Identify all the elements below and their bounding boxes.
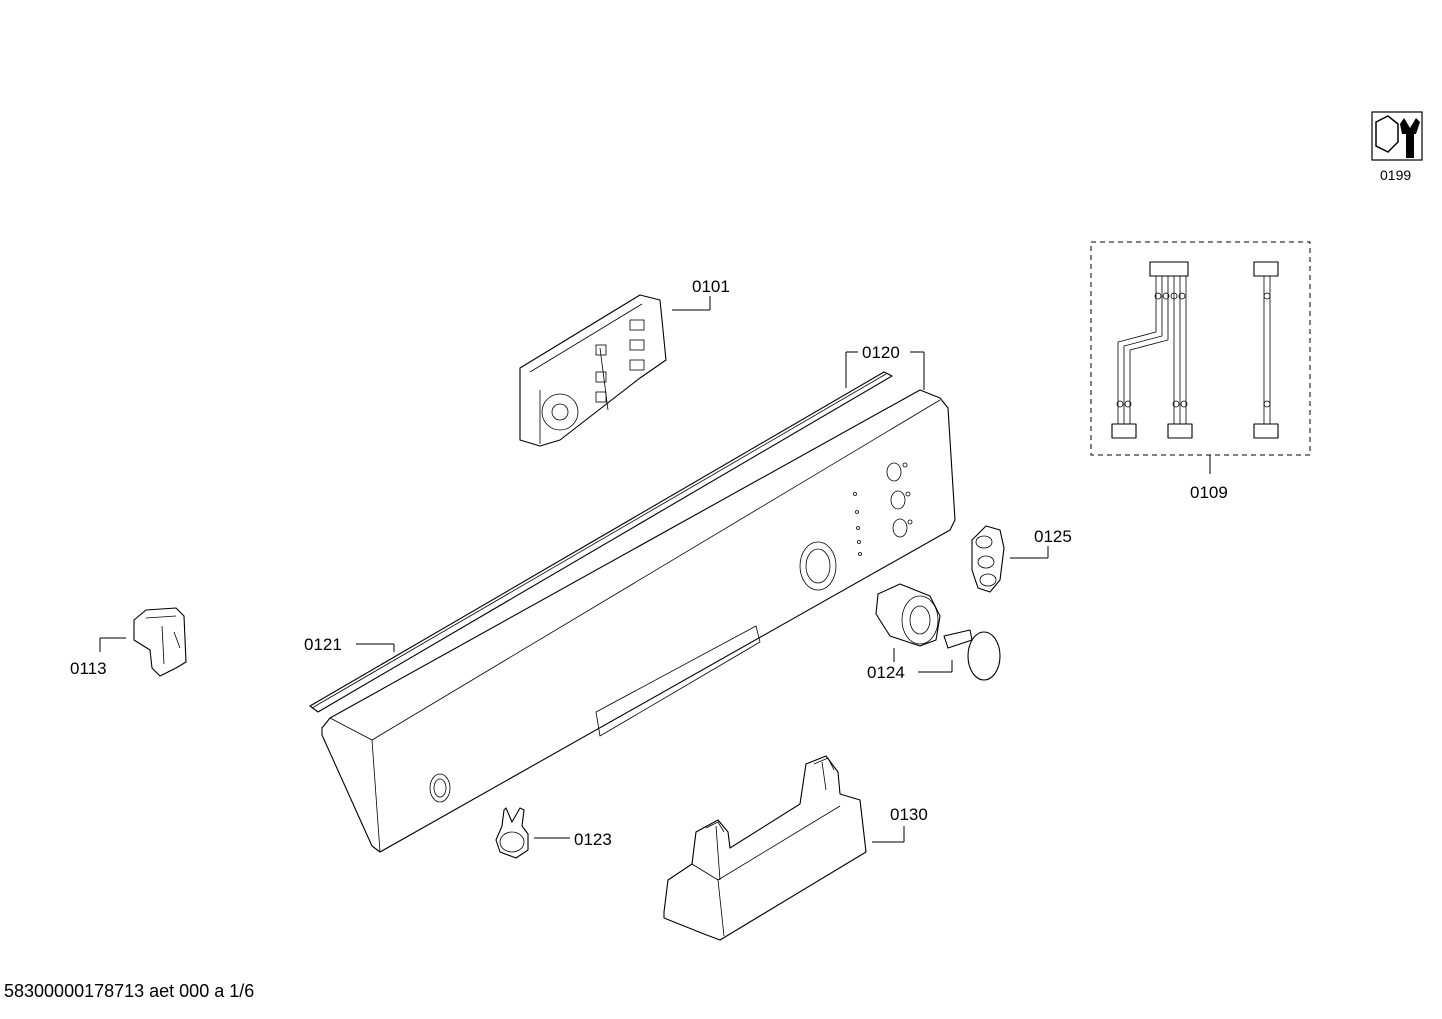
service-tool-icon: 0199 (1371, 111, 1423, 183)
part-0124-knob (875, 583, 1001, 681)
nut-shape (1375, 115, 1399, 153)
callout-0101: 0101 (692, 277, 730, 296)
tool-icon-label: 0199 (1380, 167, 1411, 183)
callout-0124: 0124 (867, 663, 905, 682)
callout-0113: 0113 (70, 659, 107, 678)
wrench-shape (1400, 118, 1420, 158)
callout-0125: 0125 (1034, 527, 1072, 546)
part-0113-latch (133, 607, 187, 677)
callout-0123: 0123 (574, 830, 612, 849)
part-0130-bracket (663, 755, 867, 941)
callout-0121: 0121 (304, 635, 342, 654)
part-0121-trim-strip (309, 371, 893, 713)
document-footer: 58300000178713 aet 000 a 1/6 (4, 981, 255, 1001)
callout-0130: 0130 (890, 805, 928, 824)
callout-0120: 0120 (862, 343, 900, 362)
part-0125-button-set (971, 525, 1005, 593)
callout-0109: 0109 (1190, 483, 1228, 502)
part-0120-control-panel (321, 389, 956, 853)
part-0101-control-module (519, 294, 667, 447)
part-0109-wiring-harness (1090, 241, 1311, 456)
part-0123-small-knob (495, 807, 529, 859)
